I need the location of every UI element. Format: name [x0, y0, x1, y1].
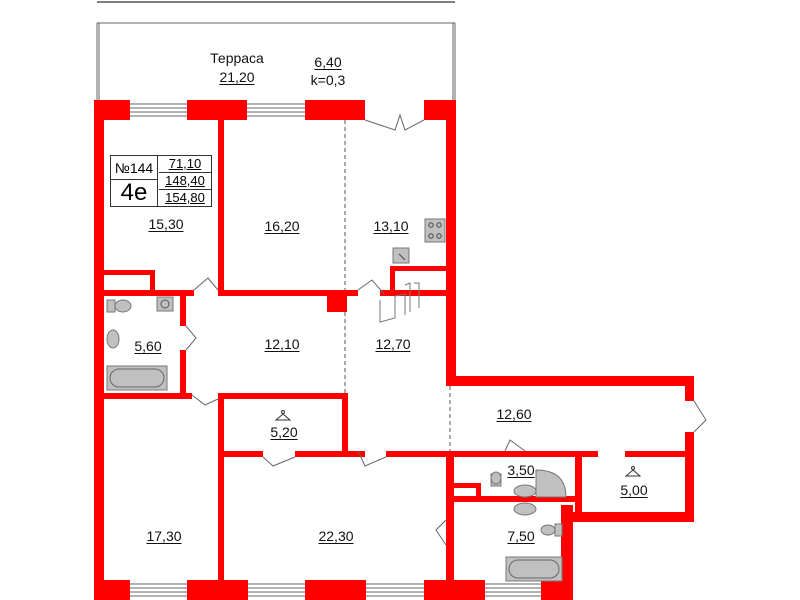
room-area-label: 3,50	[507, 462, 535, 478]
terrace-reduced-area: 6,40	[314, 54, 342, 70]
room-area-label: 13,10	[373, 218, 409, 234]
room-area-label: 5,20	[270, 424, 298, 440]
stair-icon	[379, 282, 420, 323]
room-area-label: 5,00	[620, 482, 648, 498]
apartment-info-box: №144 4е 71,10 148,40 154,80	[110, 155, 212, 207]
shower-room-fixtures	[490, 469, 567, 516]
washing-machine-icon	[156, 296, 174, 312]
toilet-icon-south	[540, 523, 563, 537]
room-area-label: 12,60	[496, 406, 532, 422]
room-area-label: 7,50	[507, 528, 535, 544]
toilet-icon	[106, 299, 132, 313]
sink-icon	[106, 329, 120, 349]
room-area-label: 22,30	[318, 528, 354, 544]
zone-dividers	[344, 120, 451, 451]
terrace-name: Терраса	[210, 50, 264, 66]
hanger-icon	[274, 410, 642, 477]
bathtub-icon-south	[505, 556, 563, 582]
total-area: 148,40	[159, 173, 211, 190]
bathtub-icon	[106, 365, 168, 391]
room-area-label: 12,10	[264, 336, 300, 352]
windows-top	[130, 103, 305, 117]
room-area-label: 17,30	[146, 528, 182, 544]
total-area-with-terrace: 154,80	[165, 190, 205, 205]
room-area-label: 15,30	[148, 216, 184, 232]
terrace-coefficient: k=0,3	[310, 72, 346, 88]
walls	[94, 100, 694, 600]
apartment-number: №144	[111, 156, 158, 180]
windows-bottom	[130, 583, 541, 597]
doors	[185, 113, 707, 546]
apartment-type: 4е	[111, 180, 158, 206]
room-area-label: 16,20	[264, 218, 300, 234]
terrace-outline	[96, 22, 456, 100]
kitchen-sink-icon	[392, 247, 410, 264]
kitchen-stove-icon	[424, 218, 446, 243]
room-area-label: 5,60	[134, 338, 162, 354]
room-area-label: 12,70	[375, 336, 411, 352]
living-area: 71,10	[159, 156, 211, 173]
terrace-area: 21,20	[219, 69, 255, 85]
